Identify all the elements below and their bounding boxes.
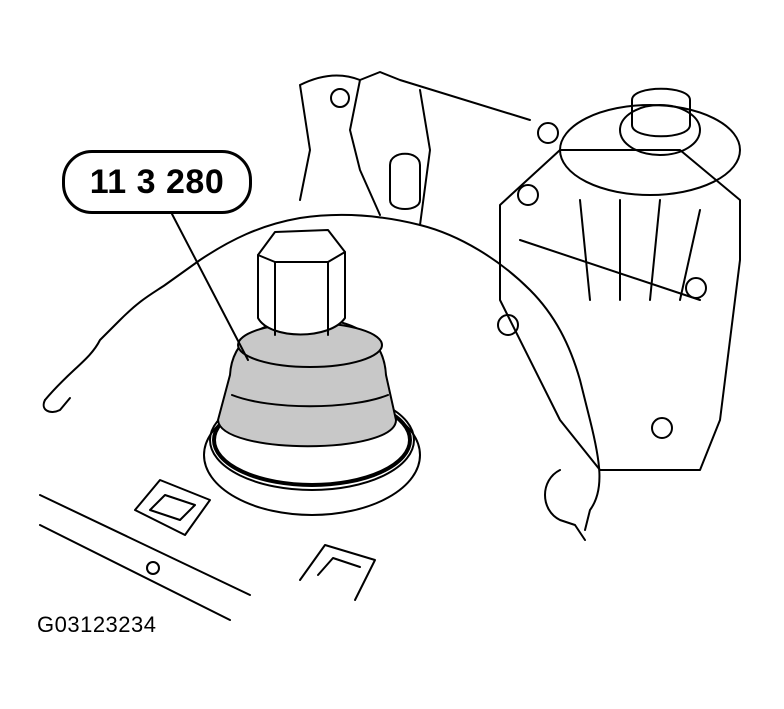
engine-cover-outline xyxy=(44,213,601,531)
pump-ribs xyxy=(519,199,701,301)
figure-id-label: G03123234 xyxy=(37,612,157,637)
side-lug xyxy=(42,397,71,413)
tool-number-callout: 11 3 280 xyxy=(62,150,252,214)
housing-bolt-1 xyxy=(330,88,350,108)
housing-bolt-2 xyxy=(537,122,559,144)
tool-number-label: 11 3 280 xyxy=(89,162,225,201)
housing-boss xyxy=(389,152,421,210)
pump-bolt-2 xyxy=(685,277,707,299)
pump-body xyxy=(499,149,741,471)
pump-bolt-4 xyxy=(651,417,673,439)
hex-facets xyxy=(257,251,346,336)
tool-ridge xyxy=(231,394,389,408)
housing-bracket xyxy=(299,71,531,226)
pump-bolt-1 xyxy=(517,184,539,206)
pump-shaft xyxy=(631,87,691,138)
callout-leader-line xyxy=(171,213,249,361)
pump-bolt-3 xyxy=(497,314,519,336)
block-hole xyxy=(146,561,160,575)
hex-drive xyxy=(257,229,346,336)
block-boss-2 xyxy=(299,544,376,601)
pump-outlet xyxy=(544,469,586,541)
block-boss-1 xyxy=(134,479,211,536)
engine-block-bottom-edge xyxy=(39,494,251,621)
pump-hub xyxy=(619,104,701,156)
